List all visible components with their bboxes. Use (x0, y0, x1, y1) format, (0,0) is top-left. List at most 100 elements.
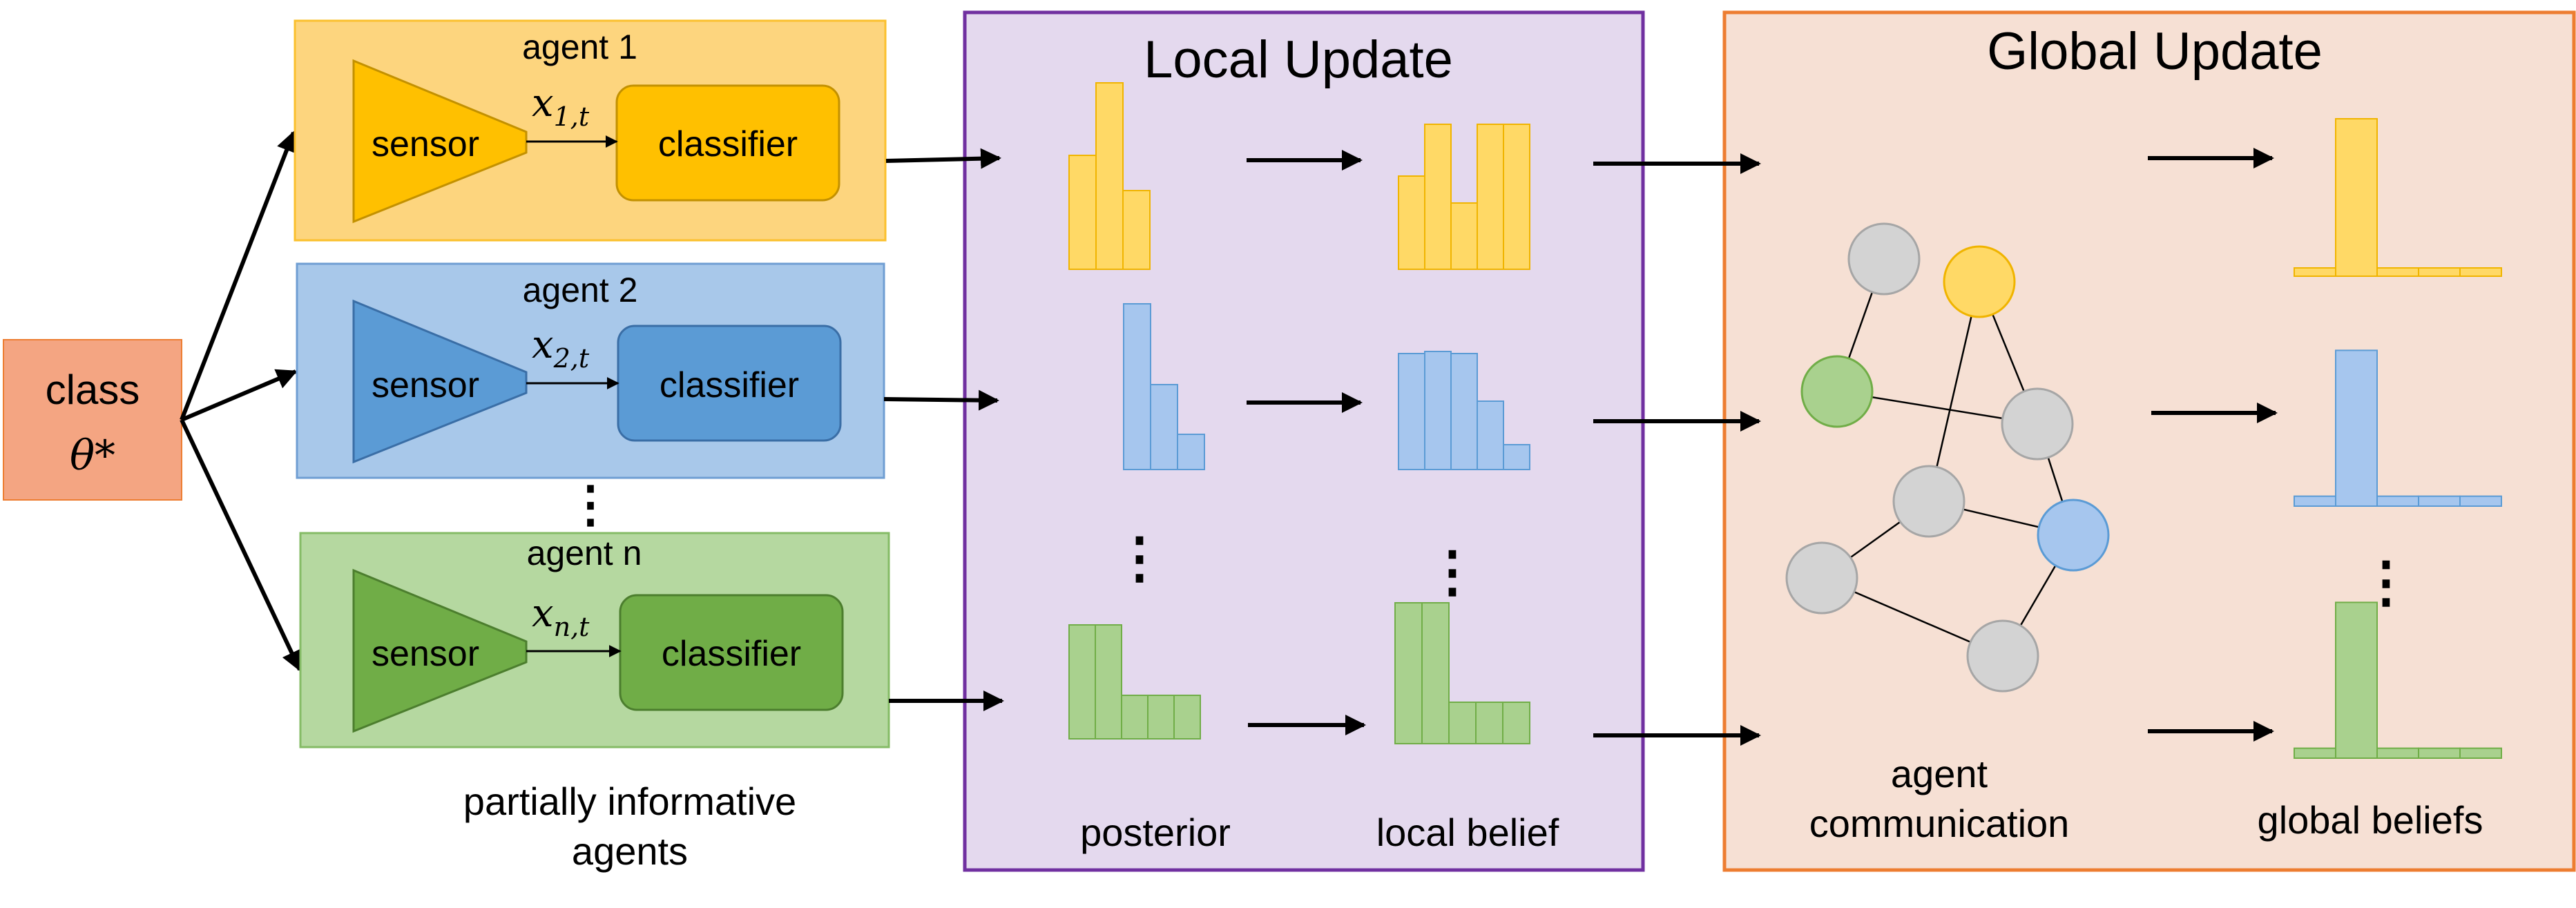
agent-panel-1: agent 1 sensor classifier x1,t (294, 19, 887, 242)
signal-label: x2,t (532, 322, 590, 374)
global-update-panel: Global Update agent communication global… (1722, 10, 2576, 872)
bar (1475, 702, 1503, 744)
bar (2335, 349, 2378, 507)
class-label: class (46, 367, 140, 413)
posterior-ellipsis: ⋮ (1112, 527, 1167, 588)
agent-communication-label-line-2: communication (1809, 802, 2070, 845)
bar (1177, 434, 1205, 470)
network-node (1847, 222, 1921, 296)
belief-bar-charts (1068, 82, 2502, 760)
agents-group: agent 1 sensor classifier x1,t agent 2 sensor… (294, 19, 890, 748)
arrow-class-to-agent-n (180, 418, 302, 672)
network-node (2001, 387, 2074, 461)
bar (2294, 495, 2336, 507)
agent-communication-network (1785, 222, 2110, 693)
bar (1450, 202, 1478, 270)
global-belief-chart-agent-1 (2294, 118, 2502, 277)
network-node (1785, 541, 1858, 615)
agents-caption-line-2: agents (572, 829, 688, 873)
bar (1173, 695, 1201, 740)
signal-label: x1,t (532, 81, 590, 132)
bar (2376, 267, 2419, 277)
network-nodes (1785, 222, 2110, 693)
class-to-agent-arrows (180, 131, 302, 672)
network-node (1966, 619, 2039, 693)
bar (2376, 495, 2419, 507)
agent-label: agent n (527, 534, 642, 572)
local-belief-chart-agent-n (1394, 602, 1530, 744)
arrow-class-to-agent-2 (180, 369, 298, 422)
posterior-chart-agent-n (1068, 624, 1201, 740)
bar (1394, 602, 1423, 744)
bar (1121, 695, 1148, 740)
arrow-agent-2-to-posterior (883, 389, 999, 411)
bar (2335, 601, 2378, 760)
network-node (1800, 355, 1874, 428)
bar (1421, 602, 1450, 744)
sensor-label: sensor (372, 365, 479, 405)
classifier-label: classifier (658, 124, 798, 164)
bar (1147, 695, 1175, 740)
bar (1068, 155, 1097, 270)
local-update-title: Local Update (1144, 30, 1453, 89)
sensor-block (352, 568, 528, 733)
flow-arrows (883, 148, 2278, 746)
theta-star-label: θ* (70, 432, 115, 480)
local-update-panel: Local Update posterior local belief ⋮ ⋮ (963, 10, 1645, 872)
agent-label: agent 1 (522, 28, 637, 66)
bar (1477, 400, 1504, 470)
bar (1448, 702, 1477, 744)
agent-communication-label-line-1: agent (1891, 752, 1988, 795)
bar (2459, 267, 2502, 277)
local-belief-label: local belief (1376, 811, 1559, 854)
agents-caption-line-1: partially informative (463, 780, 796, 823)
bar (2459, 495, 2502, 507)
agents-caption: partially informative agents (463, 780, 796, 873)
bar (2335, 118, 2378, 277)
bar (1068, 624, 1096, 740)
bar (2418, 267, 2461, 277)
class-source-node: class θ* (3, 339, 182, 501)
bar (2418, 747, 2461, 759)
agents-ellipsis: ⋮ (566, 477, 615, 532)
sensor-label: sensor (372, 124, 479, 164)
local-belief-chart-agent-1 (1398, 124, 1530, 270)
bar (1095, 624, 1122, 740)
bar (2376, 747, 2419, 759)
bar (1095, 82, 1124, 270)
local-belief-chart-agent-2 (1398, 351, 1530, 470)
bar (1123, 303, 1151, 470)
sensor-block (352, 59, 528, 224)
bar (2459, 747, 2502, 759)
bar (1398, 353, 1425, 470)
agent-label: agent 2 (523, 271, 638, 309)
global-beliefs-label: global beliefs (2258, 798, 2483, 842)
bar (2294, 747, 2336, 759)
bar (1502, 702, 1530, 744)
bar (2418, 495, 2461, 507)
bar (1503, 444, 1530, 470)
posterior-label: posterior (1080, 811, 1231, 854)
arrow-agent-1-to-posterior (885, 148, 1001, 169)
bar (1122, 190, 1151, 270)
bar (1424, 351, 1452, 470)
posterior-chart-agent-2 (1123, 303, 1205, 470)
classifier-label: classifier (662, 634, 801, 674)
network-node (1892, 465, 1965, 538)
bar (1424, 124, 1452, 270)
network-node (2037, 499, 2110, 572)
arrow-class-to-agent-1 (180, 131, 297, 421)
bar (1450, 353, 1478, 470)
global-belief-chart-agent-n (2294, 601, 2502, 760)
global-update-title: Global Update (1987, 22, 2323, 81)
sensor-label: sensor (372, 634, 479, 674)
agent-panel-2: agent 2 sensor classifier x2,t (296, 262, 885, 479)
posterior-chart-agent-1 (1068, 82, 1151, 270)
bar (1398, 175, 1425, 270)
bar (1503, 124, 1530, 270)
network-edge (1928, 281, 1981, 502)
classifier-label: classifier (660, 365, 799, 405)
sensor-block (352, 299, 528, 464)
